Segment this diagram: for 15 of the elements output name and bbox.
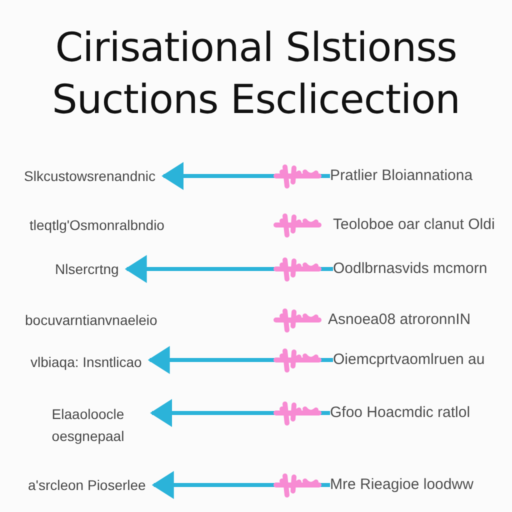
- term-text: Elaaoloocle oesgnepaal: [32, 403, 144, 447]
- term-text: tleqtlg'Osmonralbndio: [30, 214, 164, 236]
- description-text: Mre Rieagioe loodww: [330, 474, 474, 496]
- description-text: Oodlbrnasvids mcmorn: [333, 258, 488, 280]
- description-text: Pratlier Bloiannationa: [330, 165, 473, 187]
- term-text: bocuvarntianvnaeleio: [25, 309, 158, 331]
- description-text: Asnoea08 atroronnIN: [328, 309, 471, 331]
- description-text: Oiemcprtvaomlruen au: [333, 349, 485, 371]
- description-text: Teoloboe oar clanut Oldi: [333, 214, 495, 236]
- term-text: Nlsercrtng: [55, 258, 119, 280]
- term-text: a'srcleon Pioserlee: [28, 474, 146, 496]
- term-text: vlbiaqa: Insntlicao: [30, 351, 142, 373]
- description-text: Gfoo Hoacmdic ratlol: [330, 402, 470, 424]
- term-text: Slkcustowsrenandnic: [24, 165, 156, 187]
- title: Cirisational Slstionss Suctions Esclicection: [51, 24, 461, 125]
